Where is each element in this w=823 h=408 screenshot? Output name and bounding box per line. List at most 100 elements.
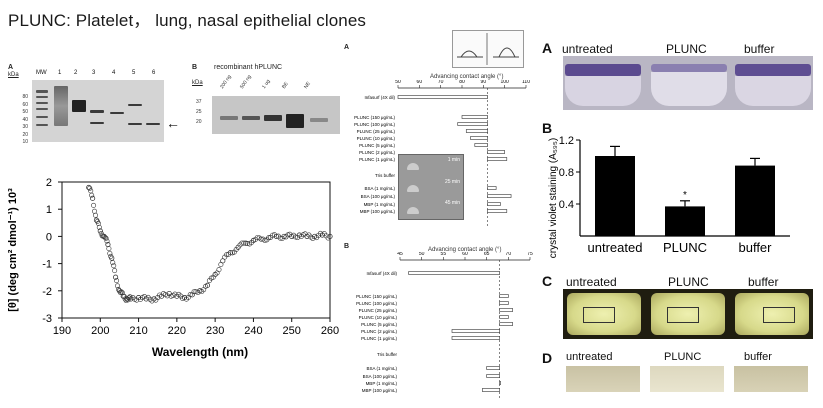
cd-data-point <box>111 263 117 269</box>
contact-bar <box>487 186 497 190</box>
cd-data-point <box>108 253 114 259</box>
contact-tick-label: 80 <box>459 80 465 85</box>
page-title: PLUNC: Platelet， lung, nasal epithelial … <box>8 11 367 30</box>
contact-tick-label: 65 <box>484 252 490 257</box>
contact-row-label: PLUNC (150 μg/mL) <box>354 115 395 120</box>
right-d-photo-buffer <box>734 366 808 392</box>
right-c-label: PLUNC <box>668 275 709 289</box>
cd-data-point <box>233 246 239 252</box>
cd-data-point <box>134 297 140 303</box>
right-d-label: untreated <box>566 351 613 363</box>
cd-data-point <box>115 283 121 289</box>
contact-bar <box>461 115 488 119</box>
contact-bar <box>451 336 500 340</box>
right-panel-b-label: B <box>542 120 553 136</box>
gel-a-lane-label: 1 <box>58 70 62 76</box>
cd-data-point <box>294 235 300 241</box>
significance-star: * <box>683 190 687 201</box>
right-d-photo-plunc <box>650 366 724 392</box>
gel-b-image <box>212 96 340 134</box>
contact-bar <box>499 301 509 305</box>
cd-x-tick-label: 260 <box>321 325 339 337</box>
cd-data-point <box>91 202 97 208</box>
cd-plot-frame <box>61 181 331 319</box>
contact-bar <box>487 157 508 161</box>
contact-tick-label: 100 <box>500 80 509 85</box>
contact-bar <box>487 202 501 206</box>
cd-data-point <box>149 298 155 304</box>
contact-row-label: PLUNC (1 μg/mL) <box>359 157 395 162</box>
contact-a-axis-title: Advancing contact angle (°) <box>430 74 504 80</box>
contact-row-label: PLUNC (10 μg/mL) <box>359 315 398 320</box>
right-c-label: untreated <box>566 275 617 289</box>
cd-data-point <box>126 295 132 301</box>
cd-data-point <box>97 228 103 234</box>
right-panel-a-label: A <box>542 40 553 56</box>
contact-tick-label: 110 <box>522 80 530 85</box>
cd-data-point <box>241 240 247 246</box>
bar-category-label: buffer <box>738 240 772 255</box>
gel-a-lane-label: 6 <box>152 70 156 76</box>
gel-a-panel-label: A <box>8 64 14 71</box>
contact-bar <box>482 388 500 392</box>
right-a-photo <box>563 56 813 110</box>
contact-row-label: PLUNC (150 μg/mL) <box>356 294 397 299</box>
cd-data-point <box>243 240 249 246</box>
cd-data-point <box>127 294 133 300</box>
bar-ylabel: crystal violet staining (A₅₉₅) <box>548 138 559 258</box>
cd-data-point <box>87 185 93 191</box>
cd-data-point <box>141 294 147 300</box>
cd-x-tick-label: 250 <box>283 325 301 337</box>
cd-y-tick-label: -3 <box>42 313 52 325</box>
cd-data-point <box>325 235 331 241</box>
contact-bar <box>487 194 512 198</box>
cd-data-point <box>187 292 193 298</box>
contact-row-label: Tris buffer <box>375 173 396 178</box>
cd-data-point <box>210 274 216 280</box>
contact-bar <box>487 150 505 154</box>
cd-data-point <box>123 297 129 303</box>
gel-a-lane-label: 4 <box>112 70 116 76</box>
contact-row-label: PLUNC (100 μg/mL) <box>356 301 397 306</box>
contact-row-label: PLUNC (5 μg/mL) <box>359 143 395 148</box>
right-d-label: PLUNC <box>664 351 702 363</box>
cd-x-tick-label: 210 <box>129 325 147 337</box>
gel-b-marker: 37 <box>196 99 202 105</box>
cd-y-tick-label: 2 <box>46 177 52 189</box>
gel-b-lane-label: 500 ng <box>239 74 253 90</box>
contact-tick-label: 55 <box>441 252 447 257</box>
bar-y-tick-label: 0.8 <box>559 167 574 179</box>
cd-data-point <box>195 289 201 295</box>
gel-b-marker: 20 <box>196 119 202 125</box>
time-label: 45 min <box>444 200 460 206</box>
gel-a-lane-label: 2 <box>74 70 78 76</box>
contact-bar <box>470 136 488 140</box>
contact-bar <box>486 366 500 370</box>
contact-row-label: PLUNC (2 μg/mL) <box>359 150 395 155</box>
gel-b-lane-label: NE <box>303 80 312 90</box>
contact-a-panel-label: A <box>344 44 350 51</box>
cd-data-point <box>93 212 99 218</box>
cd-x-tick-label: 190 <box>53 325 71 337</box>
contact-tick-label: 50 <box>419 252 425 257</box>
cd-data-point <box>114 278 120 284</box>
contact-row-label: PLUNC (10 μg/mL) <box>357 136 396 141</box>
gel-a-image <box>32 80 164 142</box>
arrow-left-icon: ← <box>166 115 180 131</box>
contact-tick-label: 60 <box>462 252 468 257</box>
cd-data-point <box>121 293 127 299</box>
contact-row-label: Infasurf (4X dil) <box>364 95 395 100</box>
contact-bar <box>499 294 509 298</box>
cd-data-point <box>90 195 96 201</box>
cd-data-point <box>164 293 170 299</box>
contact-bar <box>397 95 488 99</box>
gel-a-marker: 60 <box>22 101 28 108</box>
contact-tick-label: 45 <box>397 252 403 257</box>
gel-b-kda-label: kDa <box>192 80 203 86</box>
gel-a-lane-label: 3 <box>92 70 96 76</box>
time-label: 25 min <box>444 179 460 185</box>
gel-b-lane-label: BE <box>281 81 290 90</box>
cd-data-point <box>113 274 119 280</box>
